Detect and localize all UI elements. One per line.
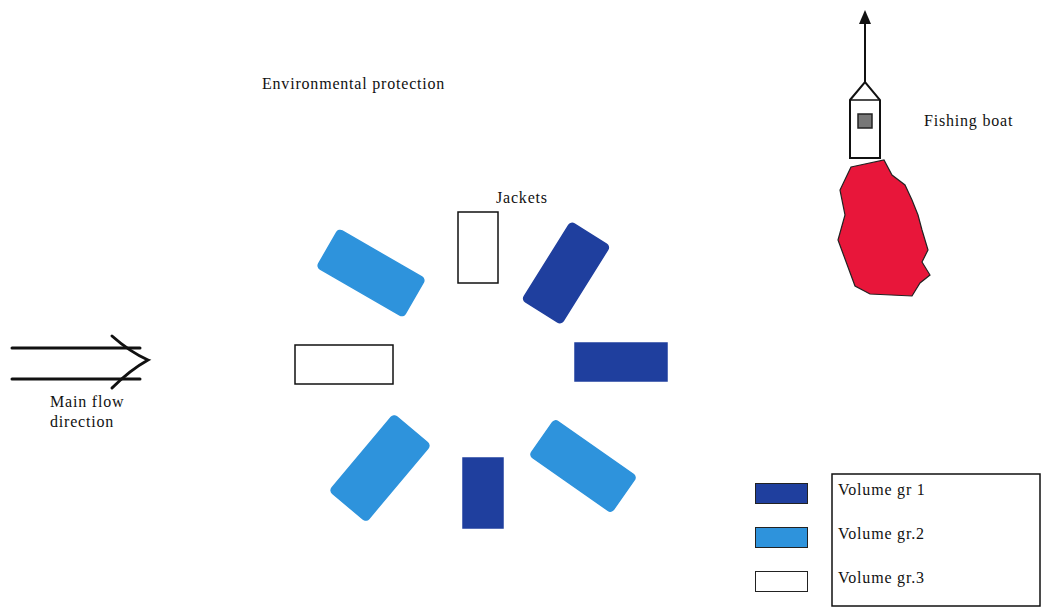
- legend-text: Volume gr.3: [838, 568, 925, 588]
- annotation-label: Jackets: [496, 188, 548, 208]
- title-text: Environmental protection: [262, 74, 445, 94]
- legend-swatch: [755, 571, 808, 592]
- legend-text: Volume gr.2: [838, 524, 925, 544]
- flow-arrow: [12, 336, 148, 388]
- legend-swatch: [755, 483, 808, 504]
- legend-frame: [832, 474, 1040, 606]
- jackets: [295, 212, 667, 528]
- annotation-label: Fishing boat: [924, 111, 1013, 131]
- annotation-label: Main flow direction: [50, 392, 145, 432]
- legend-swatch: [755, 527, 808, 548]
- legend-text: Volume gr 1: [838, 480, 926, 500]
- fishing-boat: [838, 10, 930, 296]
